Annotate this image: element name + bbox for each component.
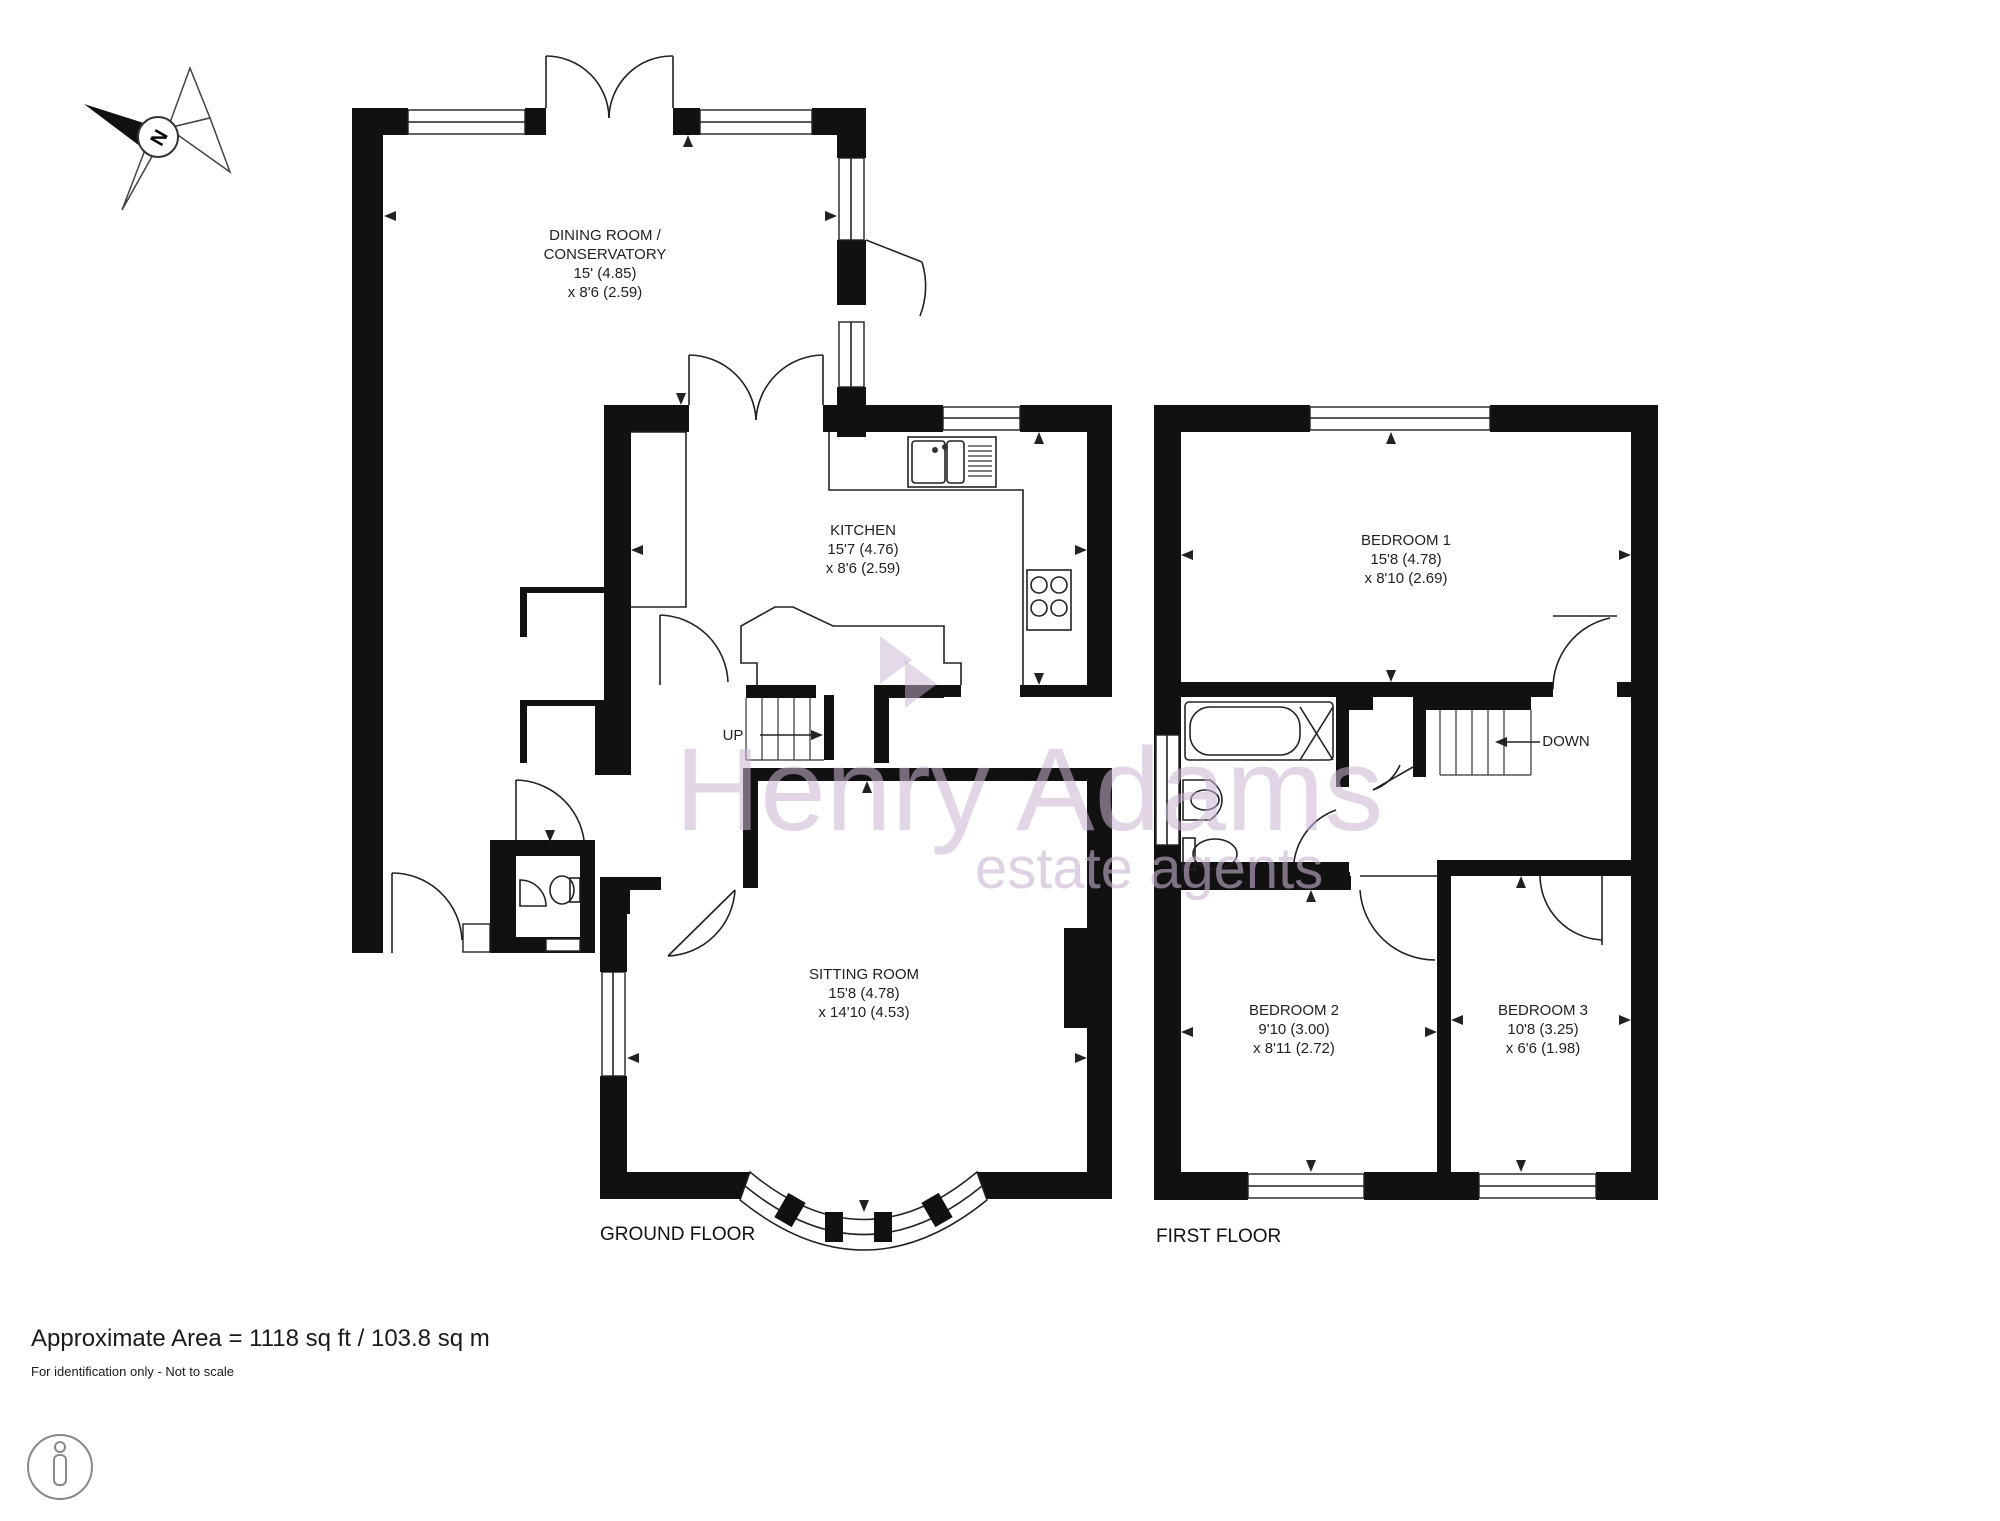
watermark: Henry Adams estate agents bbox=[675, 636, 1383, 901]
compass-icon: N bbox=[84, 65, 232, 211]
toilet-icon bbox=[1182, 837, 1238, 871]
dining-room-name-2: CONSERVATORY bbox=[544, 246, 667, 263]
bedroom3-dim-1: 10'8 (3.25) bbox=[1507, 1021, 1578, 1038]
sitting-room-dim-1: 15'8 (4.78) bbox=[828, 985, 899, 1002]
hob-icon bbox=[1026, 569, 1072, 631]
watermark-tagline: estate agents bbox=[975, 836, 1323, 901]
first-floor-label: FIRST FLOOR bbox=[1156, 1226, 1281, 1247]
approximate-area: Approximate Area = 1118 sq ft / 103.8 sq… bbox=[31, 1325, 490, 1352]
dining-room-dim-2: x 8'6 (2.59) bbox=[568, 284, 643, 301]
sitting-room-dim-2: x 14'10 (4.53) bbox=[818, 1004, 909, 1021]
dimension-arrows bbox=[384, 135, 1631, 1212]
scale-disclaimer: For identification only - Not to scale bbox=[31, 1364, 235, 1379]
kitchen-dim-1: 15'7 (4.76) bbox=[827, 541, 898, 558]
room-labels: DINING ROOM / CONSERVATORY 15' (4.85) x … bbox=[544, 227, 1590, 1247]
kitchen-dim-2: x 8'6 (2.59) bbox=[826, 560, 901, 577]
bedroom2-dim-2: x 8'11 (2.72) bbox=[1253, 1040, 1335, 1057]
stairs-down-label: DOWN bbox=[1542, 733, 1590, 750]
stairs-up-label: UP bbox=[723, 727, 744, 744]
bedroom1-dim-1: 15'8 (4.78) bbox=[1370, 551, 1441, 568]
kitchen-name: KITCHEN bbox=[830, 522, 896, 539]
ground-floor-label: GROUND FLOOR bbox=[600, 1224, 755, 1245]
bedroom2-name: BEDROOM 2 bbox=[1249, 1002, 1339, 1019]
ground-floor-plan bbox=[352, 55, 1112, 1251]
bedroom2-dim-1: 9'10 (3.00) bbox=[1258, 1021, 1329, 1038]
bedroom1-dim-2: x 8'10 (2.69) bbox=[1365, 570, 1448, 587]
bath-icon bbox=[1184, 701, 1334, 761]
dining-room-name-1: DINING ROOM / bbox=[549, 227, 661, 244]
bedroom3-name: BEDROOM 3 bbox=[1498, 1002, 1588, 1019]
bedroom1-name: BEDROOM 1 bbox=[1361, 532, 1451, 549]
sink-icon bbox=[907, 436, 997, 488]
person-scale-icon bbox=[27, 1434, 93, 1500]
dining-room-dim-1: 15' (4.85) bbox=[574, 265, 637, 282]
watermark-name: Henry Adams bbox=[675, 724, 1383, 856]
sitting-room-name: SITTING ROOM bbox=[809, 966, 919, 983]
first-floor-plan bbox=[1154, 405, 1658, 1200]
basin-icon bbox=[1182, 779, 1223, 821]
toilet-icon bbox=[549, 875, 581, 905]
bedroom3-dim-2: x 6'6 (1.98) bbox=[1506, 1040, 1581, 1057]
